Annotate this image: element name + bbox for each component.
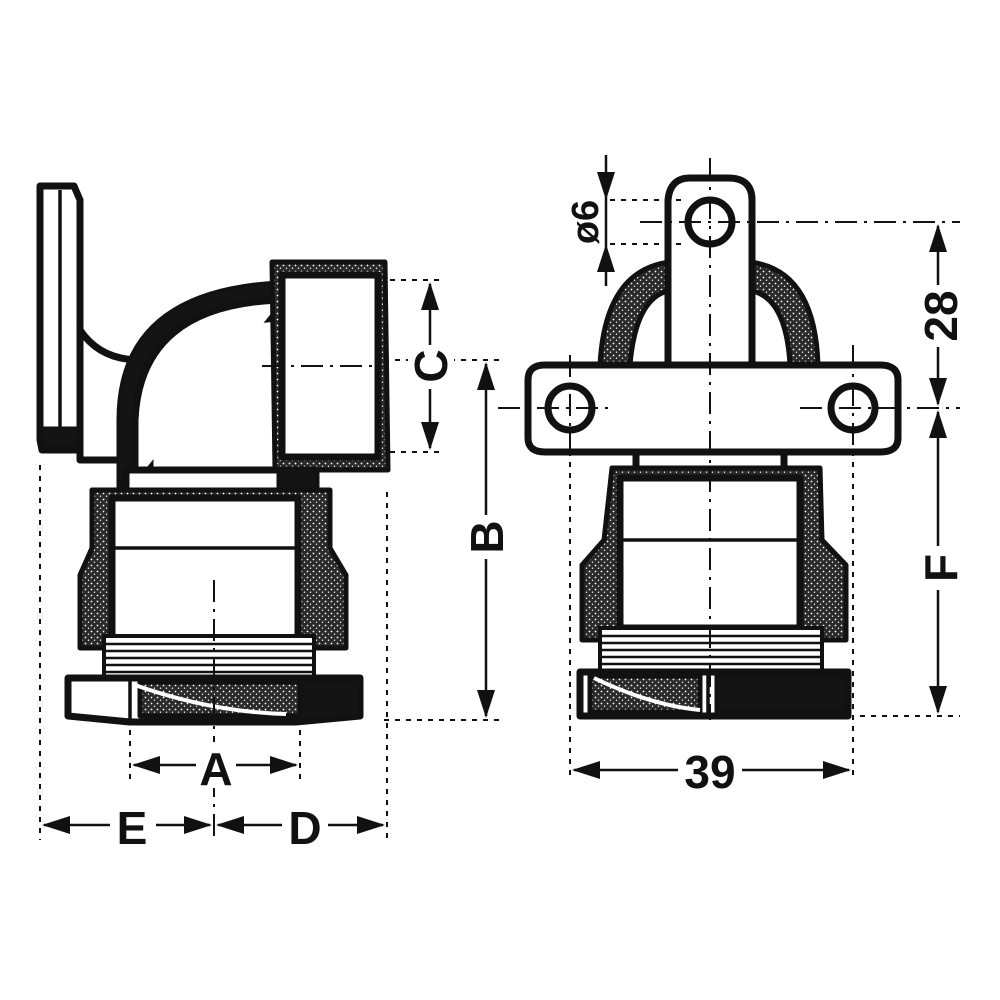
side-hex-dark bbox=[298, 678, 362, 722]
side-flange-shadow bbox=[40, 426, 80, 450]
side-hex-face bbox=[137, 679, 303, 719]
dim-label-e: E bbox=[117, 802, 148, 854]
front-dimensions bbox=[569, 155, 960, 780]
dim-label-c: C bbox=[405, 349, 457, 382]
dim-label-d: D bbox=[288, 802, 321, 854]
dim-label-a: A bbox=[199, 743, 232, 795]
dim-label-f: F bbox=[915, 554, 967, 582]
front-nut-face-left bbox=[587, 673, 703, 715]
side-elbow-inner bbox=[131, 296, 284, 482]
front-view bbox=[498, 158, 960, 720]
side-thread bbox=[102, 634, 316, 680]
side-view bbox=[36, 182, 391, 840]
dim-label-diameter: ø6 bbox=[565, 200, 607, 244]
dim-label-b: B bbox=[461, 520, 513, 553]
front-arch bbox=[597, 259, 821, 368]
dim-label-39: 39 bbox=[684, 746, 735, 798]
side-gland-body bbox=[108, 494, 302, 642]
dim-label-28: 28 bbox=[915, 290, 967, 341]
front-bracket bbox=[524, 361, 902, 456]
front-nut-face-right bbox=[714, 674, 848, 714]
